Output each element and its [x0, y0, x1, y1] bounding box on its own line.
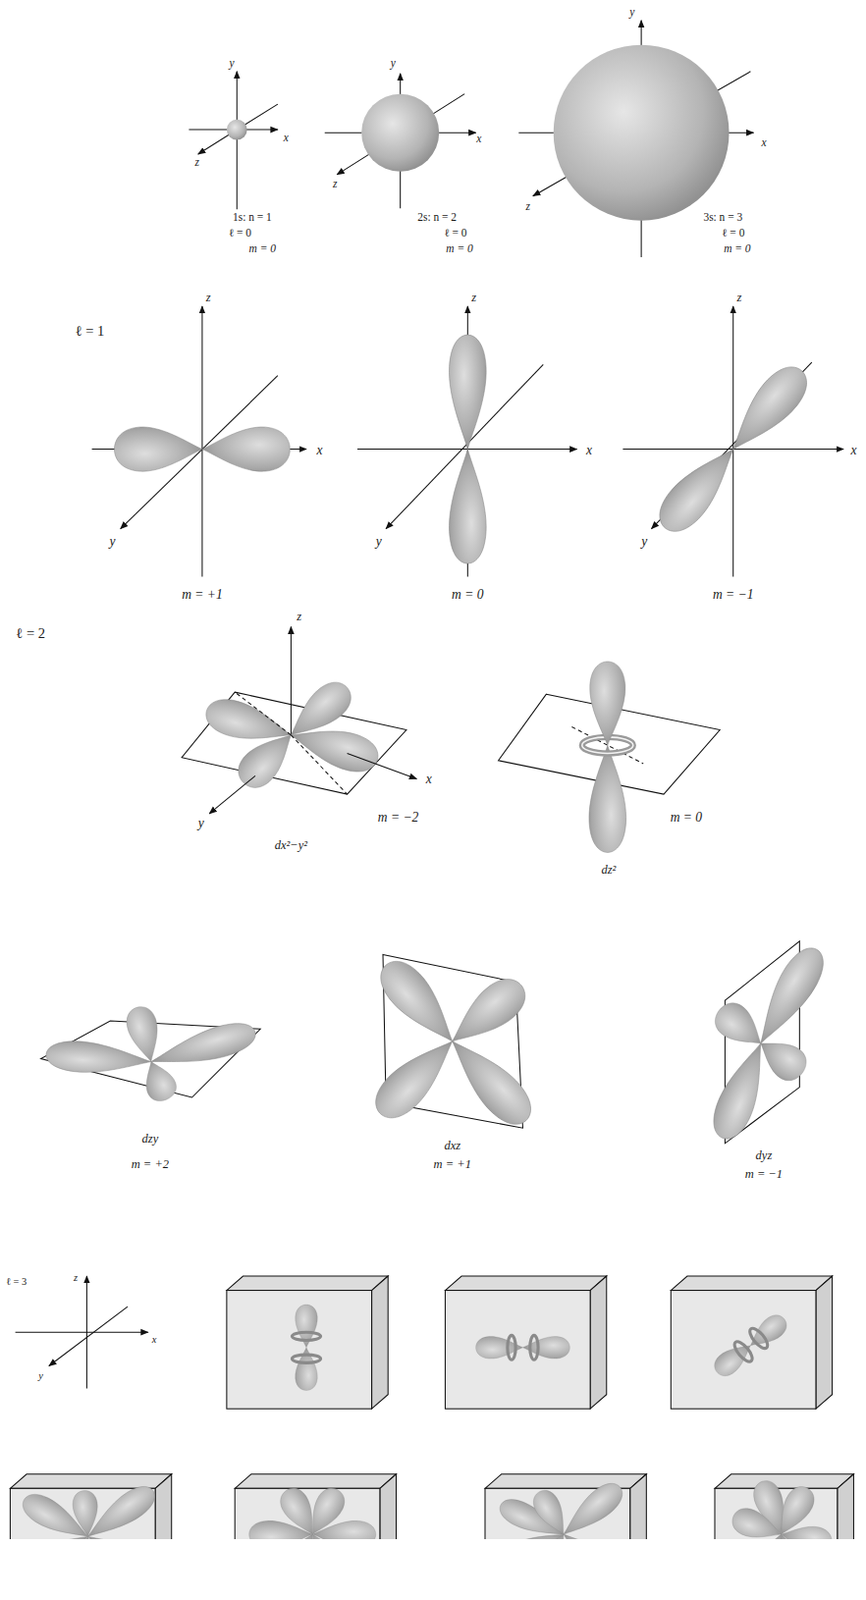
- p-orbitals: [92, 306, 844, 578]
- quantum-number-label: m = −1: [745, 1168, 783, 1181]
- quantum-number-label: m = +1: [433, 1157, 472, 1170]
- quantum-number-label: dxz: [443, 1139, 461, 1152]
- d-orbitals-lower: [41, 940, 833, 1145]
- quantum-number-label: m = 0: [249, 243, 276, 255]
- quantum-number-label: m = +2: [131, 1157, 169, 1170]
- axis-label: x: [850, 443, 857, 458]
- axis-label: x: [760, 137, 766, 149]
- axis-label: y: [38, 1371, 44, 1382]
- axis-label: z: [737, 290, 743, 303]
- quantum-number-label: m = −1: [712, 588, 755, 602]
- quantum-number-label: m = 0: [670, 810, 703, 824]
- quantum-number-label: ℓ = 0: [228, 226, 252, 238]
- quantum-number-label: dz²: [600, 864, 616, 876]
- axis-label: z: [525, 200, 530, 212]
- quantum-number-label: m = 0: [723, 243, 751, 255]
- quantum-number-label: ℓ = 3: [5, 1277, 27, 1288]
- axis-label: x: [152, 1334, 158, 1345]
- axis-label: z: [471, 290, 477, 303]
- axis-label: z: [194, 157, 199, 168]
- axis-label: x: [317, 443, 324, 458]
- axis-label: x: [426, 772, 433, 787]
- s-orbitals: [188, 20, 754, 258]
- quantum-number-label: m = +1: [181, 588, 223, 602]
- quantum-number-label: ℓ = 1: [75, 324, 106, 340]
- f-orbitals-lobed: [9, 1474, 854, 1540]
- axis-label: z: [206, 290, 212, 303]
- axis-label: z: [296, 610, 302, 623]
- quantum-number-label: m = 0: [451, 588, 484, 602]
- axis-label: z: [73, 1273, 78, 1284]
- axis-label: y: [641, 534, 648, 548]
- quantum-number-label: dzy: [142, 1132, 160, 1144]
- axis-label: x: [586, 443, 593, 458]
- axis-label: z: [332, 177, 337, 189]
- quantum-number-label: ℓ = 0: [443, 226, 467, 238]
- quantum-number-label: ℓ = 2: [15, 627, 46, 643]
- quantum-number-label: dx²−y²: [274, 839, 308, 852]
- quantum-number-label: 3s: n = 3: [703, 212, 743, 223]
- quantum-number-label: ℓ = 0: [721, 226, 745, 238]
- quantum-number-label: 2s: n = 2: [417, 212, 457, 223]
- axis-label: y: [376, 534, 382, 548]
- axis-label: y: [390, 57, 396, 69]
- quantum-number-label: dyz: [756, 1149, 773, 1162]
- axis-label: y: [198, 815, 205, 830]
- axis-label: y: [108, 534, 115, 548]
- quantum-number-label: m = −2: [378, 810, 420, 824]
- axis-label: x: [283, 132, 289, 144]
- f-orbitals-ringed: [15, 1276, 833, 1409]
- axis-label: x: [476, 133, 482, 145]
- quantum-number-label: 1s: n = 1: [232, 212, 272, 223]
- axis-label: y: [629, 6, 635, 18]
- d-orbitals-upper: [181, 627, 720, 854]
- axis-label: y: [229, 57, 235, 69]
- diagram-stage: y x z 1s: n = 1 ℓ = 0 m = 0 y x z 2s: n = 2 ℓ = 0 m…: [0, 0, 866, 1540]
- quantum-number-label: m = 0: [445, 243, 473, 255]
